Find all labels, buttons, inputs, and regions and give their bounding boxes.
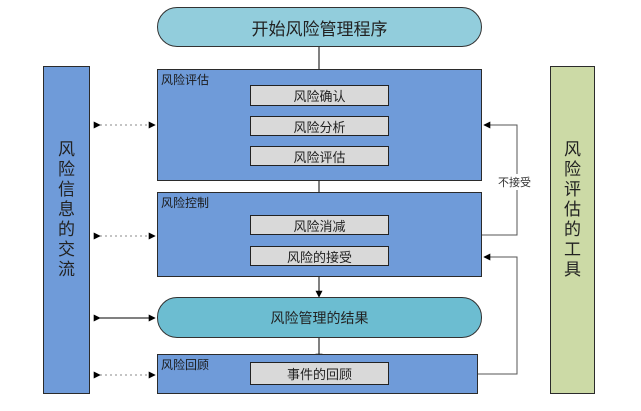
column-char: 风 — [58, 140, 75, 160]
reject-label: 不接受 — [497, 174, 532, 190]
column-char: 具 — [564, 260, 581, 280]
column-char: 险 — [58, 160, 75, 180]
step-risk-reduction: 风险消减 — [250, 215, 389, 235]
step-label: 风险确认 — [293, 90, 346, 105]
start-process-label: 开始风险管理程序 — [251, 19, 388, 40]
risk-assessment-title: 风险评估 — [161, 73, 210, 87]
step-risk-analysis: 风险分析 — [250, 116, 389, 136]
step-label: 事件的回顾 — [286, 368, 352, 383]
column-char: 的 — [58, 220, 75, 240]
risk-control-title: 风险控制 — [161, 196, 210, 210]
step-event-review: 事件的回顾 — [250, 362, 389, 385]
start-process-node: 开始风险管理程序 — [157, 7, 482, 47]
column-char: 信 — [58, 180, 75, 200]
column-char: 交 — [58, 240, 75, 260]
column-char: 流 — [58, 260, 75, 280]
column-char: 工 — [564, 240, 581, 260]
column-char: 评 — [564, 180, 581, 200]
column-char: 的 — [564, 220, 581, 240]
result-label: 风险管理的结果 — [270, 310, 369, 327]
column-char: 风 — [564, 140, 581, 160]
step-label: 风险评估 — [293, 150, 346, 166]
feedback-review-loop — [478, 253, 518, 375]
column-char: 估 — [564, 200, 581, 220]
risk-assessment-tools-column: 风 险 评 估 的 工 具 — [550, 66, 595, 394]
risk-management-result-node: 风险管理的结果 — [157, 297, 482, 338]
step-risk-identification: 风险确认 — [250, 85, 389, 106]
step-label: 风险消减 — [293, 219, 346, 235]
step-risk-evaluation: 风险评估 — [250, 146, 389, 166]
step-risk-acceptance: 风险的接受 — [250, 246, 389, 266]
risk-communication-column: 风 险 信 息 的 交 流 — [43, 66, 90, 394]
column-char: 险 — [564, 160, 581, 180]
column-char: 息 — [58, 200, 75, 220]
risk-review-title: 风险回顾 — [161, 358, 210, 372]
step-label: 风险的接受 — [286, 250, 352, 266]
step-label: 风险分析 — [293, 120, 346, 136]
